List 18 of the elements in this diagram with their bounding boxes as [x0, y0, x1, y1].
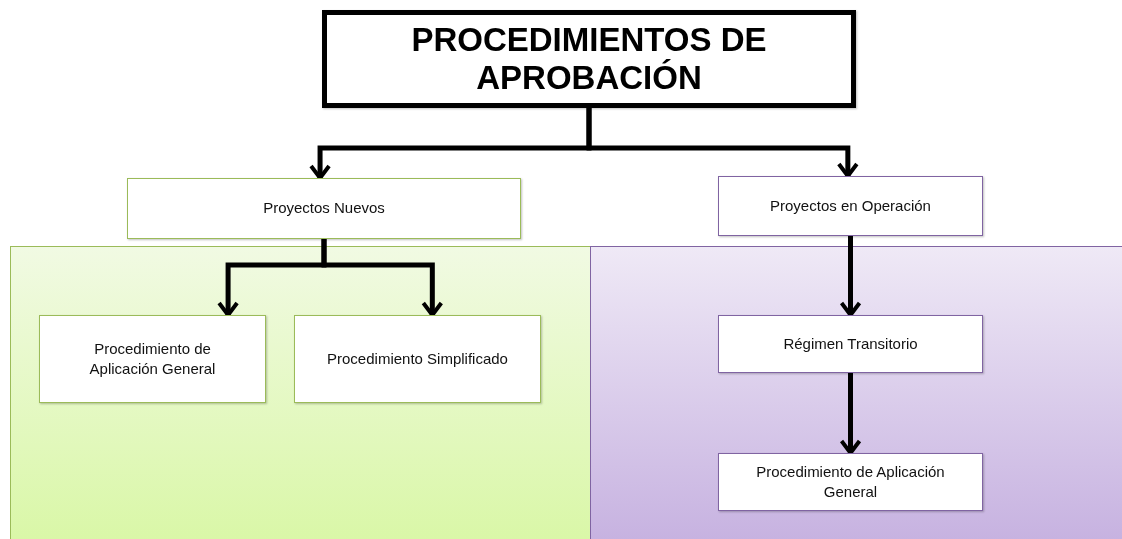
arrow [839, 373, 862, 455]
process-box [718, 176, 983, 236]
box-label: Proyectos Nuevos [263, 198, 385, 219]
box-label: Procedimiento de Aplicación General [88, 338, 217, 379]
title-text: PROCEDIMIENTOS DE APROBACIÓN [410, 21, 768, 97]
process-box [294, 315, 541, 403]
process-box [718, 453, 983, 511]
box-label: Procedimiento de Aplicación General [755, 461, 946, 502]
box-label: Proyectos en Operación [770, 195, 931, 216]
title-box [322, 10, 856, 108]
process-box [127, 178, 521, 239]
box-label: Procedimiento Simplificado [327, 348, 508, 369]
arrow [839, 236, 862, 317]
arrow [586, 108, 859, 178]
process-box [39, 315, 266, 403]
arrow [321, 239, 444, 317]
box-label: Régimen Transitorio [783, 333, 918, 354]
process-box [718, 315, 983, 373]
